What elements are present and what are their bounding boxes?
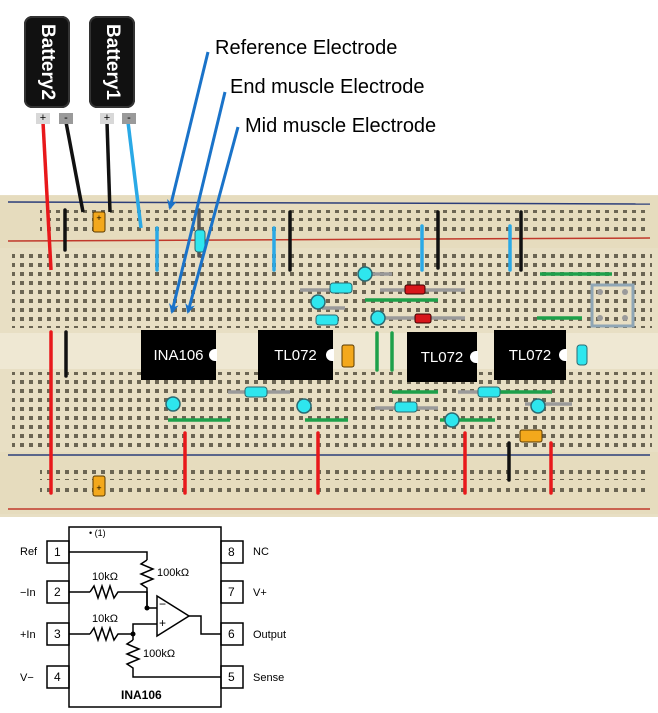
battery1-minus-lead (126, 121, 143, 229)
opamp-plus-symbol: + (159, 616, 167, 630)
callout-arrows (167, 51, 240, 314)
battery1-minus-terminal: - (122, 113, 136, 124)
resistor-bottom-label: 100kΩ (143, 648, 176, 660)
chip-ina106: INA106 (141, 330, 217, 380)
battery2-minus-terminal: - (59, 113, 73, 124)
pin-num-6: 6 (228, 627, 235, 641)
pin-num-1: 1 (54, 545, 61, 559)
jumper-wires (49, 208, 553, 495)
orange-capacitors (92, 211, 543, 497)
battery2-plus-terminal: + (36, 113, 50, 124)
mid-muscle-electrode-label: Mid muscle Electrode (245, 115, 437, 137)
svg-text:+: + (96, 213, 101, 223)
battery1-label: Battery1 (102, 23, 123, 101)
trimmer-outline (590, 283, 635, 328)
schematic-part-name: INA106 (121, 688, 162, 702)
chip-tl072-2: TL072 (407, 332, 478, 382)
pin-label-minus-in: −In (20, 587, 36, 599)
battery1-plus-lead (105, 121, 112, 213)
chip-tl072-3-label: TL072 (508, 346, 552, 364)
pin-label-v-minus: V− (20, 672, 34, 684)
chip-tl072-2-label: TL072 (420, 348, 464, 366)
red-diodes (404, 284, 432, 324)
pin-num-8: 8 (228, 545, 235, 559)
resistor-in2-label: 10kΩ (92, 613, 118, 625)
pin-num-5: 5 (228, 670, 235, 684)
chip-tl072-1: TL072 (258, 330, 334, 380)
battery2-minus-lead (64, 121, 85, 213)
reference-electrode-label: Reference Electrode (215, 37, 398, 59)
electrode-connectors (165, 266, 546, 428)
chip-ina106-label: INA106 (153, 346, 204, 364)
battery1-plus-terminal: + (100, 113, 114, 124)
end-muscle-electrode-label: End muscle Electrode (230, 76, 425, 98)
pin-label-sense: Sense (253, 672, 285, 684)
pin1-marker: • (1) (89, 528, 106, 538)
battery1: Battery1 (89, 16, 135, 108)
pin-label-nc: NC (253, 546, 269, 558)
battery2-label: Battery2 (37, 23, 58, 101)
cyan-capacitors (194, 229, 588, 413)
battery2-plus-lead (41, 121, 53, 271)
pin-num-2: 2 (54, 585, 61, 599)
pin-num-7: 7 (228, 585, 235, 599)
pin-num-3: 3 (54, 627, 61, 641)
pin-label-plus-in: +In (20, 629, 36, 641)
resistor-in1-label: 10kΩ (92, 571, 118, 583)
resistor-top-label: 100kΩ (157, 567, 190, 579)
svg-text:+: + (96, 483, 101, 493)
pin-label-output: Output (253, 629, 287, 641)
pin-label-v-plus: V+ (253, 587, 267, 599)
pin-label-ref: Ref (20, 546, 38, 558)
battery2: Battery2 (24, 16, 70, 108)
pin-num-4: 4 (54, 670, 61, 684)
chip-tl072-3: TL072 (494, 330, 567, 380)
opamp-minus-symbol: − (159, 597, 167, 611)
chip-tl072-1-label: TL072 (274, 346, 317, 364)
